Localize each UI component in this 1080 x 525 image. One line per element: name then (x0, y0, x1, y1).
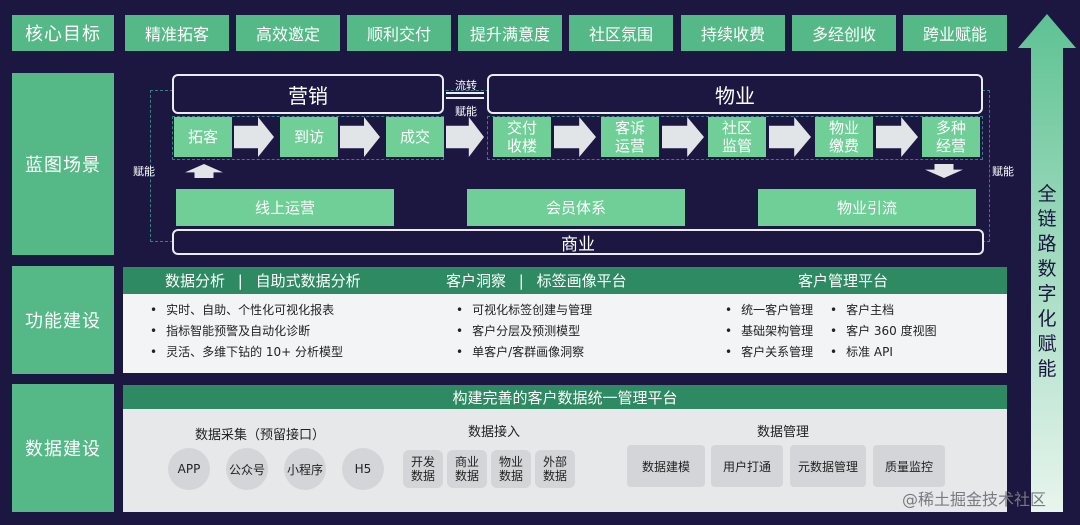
mgmt-title: 数据管理 (757, 425, 810, 440)
collect-title: 数据采集（预留接口） (195, 428, 326, 443)
function-header-bar (123, 267, 1007, 294)
mgmt-item: 元数据管理 (790, 445, 866, 487)
access-item: 开发 数据 (403, 450, 443, 488)
function-bullet: 客户关系管理 (725, 342, 813, 363)
data-header-bar: 构建完善的客户数据统一管理平台 (123, 385, 1007, 409)
property-step: 客诉 运营 (601, 117, 659, 157)
function-header-2b: 标签画像平台 (536, 272, 627, 290)
function-bullet: 灵活、多维下钻的 10+ 分析模型 (150, 342, 343, 363)
function-bullet: 可视化标签创建与管理 (456, 300, 592, 321)
function-col-1: 实时、自助、个性化可视化报表指标智能预警及自动化诊断灵活、多维下钻的 10+ 分… (150, 300, 343, 363)
mgmt-item: 质量监控 (873, 445, 945, 487)
flow-arrow-icon (446, 92, 484, 94)
goal-item: 精准拓客 (125, 15, 229, 51)
function-bullet: 统一客户管理 (725, 300, 813, 321)
goal-item: 提升满意度 (458, 15, 562, 51)
platform-item: 会员体系 (467, 189, 685, 226)
access-item: 物业 数据 (491, 450, 531, 488)
property-step: 物业 缴费 (815, 117, 873, 157)
marketing-title: 营销 (172, 74, 444, 114)
up-arrow-icon (1018, 14, 1076, 512)
goal-item: 多经创收 (792, 15, 896, 51)
property-step-group (487, 116, 983, 160)
function-header-2: 客户洞察 | 标签画像平台 (446, 270, 627, 291)
function-header-3: 客户管理平台 (798, 272, 889, 290)
property-title: 物业 (487, 74, 983, 114)
property-step: 交付 收楼 (493, 117, 551, 157)
function-bullet: 客户主档 (830, 300, 937, 321)
function-bullet: 单客户/客群画像洞察 (456, 342, 592, 363)
commerce-bar: 商业 (172, 229, 984, 255)
collect-item: 小程序 (284, 448, 326, 490)
function-bullet: 客户分层及预测模型 (456, 321, 592, 342)
property-step: 多种 经营 (922, 117, 980, 157)
goal-item: 社区氛围 (569, 15, 673, 51)
header-divider: | (237, 272, 243, 290)
full-chain-arrow: 全链路数字化赋能 (1018, 14, 1076, 512)
property-step: 社区 监管 (708, 117, 766, 157)
platform-item: 物业引流 (758, 189, 976, 226)
full-chain-label: 全链路数字化赋能 (1037, 183, 1057, 380)
goal-item: 持续收费 (681, 15, 785, 51)
access-item: 外部 数据 (535, 450, 575, 488)
goal-item: 顺利交付 (347, 15, 451, 51)
row-label-goals: 核心目标 (12, 15, 114, 51)
function-header-1b: 自助式数据分析 (255, 272, 361, 290)
goal-item: 跨业赋能 (903, 15, 1007, 51)
platform-item: 线上运营 (176, 189, 394, 226)
function-col-3b: 客户主档客户 360 度视图标准 API (830, 300, 937, 363)
function-bullet: 指标智能预警及自动化诊断 (150, 321, 343, 342)
row-label-function: 功能建设 (12, 266, 114, 374)
function-header-1a: 数据分析 (165, 272, 226, 290)
mgmt-item: 用户打通 (711, 445, 783, 487)
collect-item: APP (168, 448, 210, 490)
empower-label: 赋能 (455, 105, 477, 118)
function-bullet: 客户 360 度视图 (830, 321, 937, 342)
function-bullet: 标准 API (830, 342, 937, 363)
function-bullet: 基础架构管理 (725, 321, 813, 342)
mgmt-item: 数据建模 (627, 445, 705, 487)
function-col-2: 可视化标签创建与管理客户分层及预测模型单客户/客群画像洞察 (456, 300, 592, 363)
row-label-data: 数据建设 (12, 384, 114, 512)
watermark: @稀土掘金技术社区 (902, 490, 1047, 509)
marketing-step: 到访 (280, 117, 338, 157)
left-empower-label: 赋能 (133, 165, 155, 178)
right-empower-label: 赋能 (992, 165, 1014, 178)
function-col-3a: 统一客户管理基础架构管理客户关系管理 (725, 300, 813, 363)
function-header-1: 数据分析 | 自助式数据分析 (165, 270, 361, 291)
access-item: 商业 数据 (447, 450, 487, 488)
goal-item: 高效邀定 (236, 15, 340, 51)
marketing-step: 拓客 (174, 117, 232, 157)
row-label-blueprint: 蓝图场景 (12, 73, 114, 255)
header-divider: | (518, 272, 524, 290)
flow-label: 流转 (455, 79, 477, 92)
function-bullet: 实时、自助、个性化可视化报表 (150, 300, 343, 321)
marketing-step: 成交 (386, 117, 444, 157)
collect-item: H5 (342, 448, 384, 490)
access-title: 数据接入 (468, 425, 521, 440)
collect-item: 公众号 (226, 448, 268, 490)
empower-arrow-icon (446, 97, 484, 99)
function-header-2a: 客户洞察 (446, 272, 507, 290)
